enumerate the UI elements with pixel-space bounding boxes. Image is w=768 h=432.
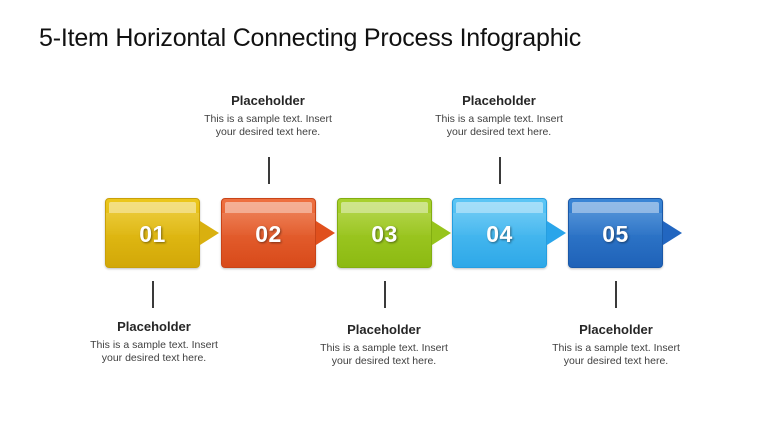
- connector-line: [499, 157, 501, 184]
- gloss-highlight: [225, 202, 312, 213]
- connector-line: [615, 281, 617, 308]
- arrow-right-icon: [547, 221, 566, 245]
- step-heading: Placeholder: [347, 322, 421, 337]
- slide-title: 5-Item Horizontal Connecting Process Inf…: [39, 24, 582, 52]
- step-label-04: Placeholder This is a sample text. Inser…: [414, 93, 584, 138]
- step-box: 05: [568, 198, 663, 268]
- step-heading: Placeholder: [579, 322, 653, 337]
- step-number: 05: [602, 221, 629, 247]
- process-step-01: 01: [105, 198, 219, 268]
- step-box: 04: [452, 198, 547, 268]
- gloss-highlight: [341, 202, 428, 213]
- sheen: [453, 213, 546, 235]
- step-label-03: Placeholder This is a sample text. Inser…: [299, 322, 469, 367]
- process-step-04: 04: [452, 198, 566, 268]
- step-box: 03: [337, 198, 432, 268]
- step-heading: Placeholder: [231, 93, 305, 108]
- step-number: 04: [486, 221, 513, 247]
- step-number: 03: [371, 221, 398, 247]
- step-box: 02: [221, 198, 316, 268]
- arrow-right-icon: [200, 221, 219, 245]
- arrow-right-icon: [663, 221, 682, 245]
- arrow-right-icon: [432, 221, 451, 245]
- step-description: This is a sample text. Insert your desir…: [320, 342, 448, 367]
- sheen: [569, 213, 662, 235]
- process-step-03: 03: [337, 198, 451, 268]
- gloss-highlight: [572, 202, 659, 213]
- sheen: [106, 213, 199, 235]
- sheen: [338, 213, 431, 235]
- arrow-right-icon: [316, 221, 335, 245]
- step-number: 02: [255, 221, 282, 247]
- step-label-01: Placeholder This is a sample text. Inser…: [69, 319, 239, 364]
- step-label-05: Placeholder This is a sample text. Inser…: [531, 322, 701, 367]
- process-step-02: 02: [221, 198, 335, 268]
- step-description: This is a sample text. Insert your desir…: [435, 113, 563, 138]
- process-step-05: 05: [568, 198, 682, 268]
- gloss-highlight: [456, 202, 543, 213]
- step-number: 01: [139, 221, 166, 247]
- step-heading: Placeholder: [462, 93, 536, 108]
- step-description: This is a sample text. Insert your desir…: [204, 113, 332, 138]
- connector-line: [384, 281, 386, 308]
- sheen: [222, 213, 315, 235]
- gloss-highlight: [109, 202, 196, 213]
- step-box: 01: [105, 198, 200, 268]
- connector-line: [268, 157, 270, 184]
- step-heading: Placeholder: [117, 319, 191, 334]
- step-label-02: Placeholder This is a sample text. Inser…: [183, 93, 353, 138]
- step-description: This is a sample text. Insert your desir…: [552, 342, 680, 367]
- step-description: This is a sample text. Insert your desir…: [90, 339, 218, 364]
- connector-line: [152, 281, 154, 308]
